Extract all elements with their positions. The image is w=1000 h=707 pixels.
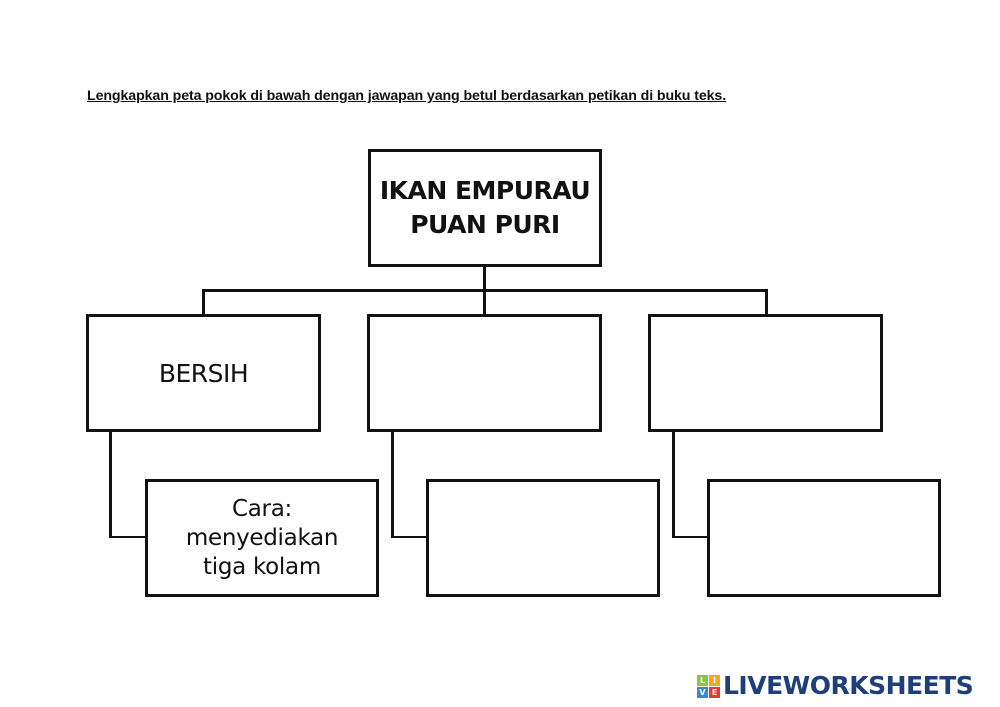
logo-icon: L I V E	[697, 674, 720, 698]
connector-branch2-sub-horizontal	[391, 536, 427, 538]
logo-letter-l: L	[697, 674, 708, 686]
connector-branch2-sub-vertical	[391, 431, 394, 538]
root-node-line1: IKAN EMPURAU	[379, 176, 591, 205]
logo-letter-i: I	[709, 674, 720, 686]
branch-3-answer-box[interactable]	[648, 314, 883, 432]
branch-1-sub-line1: Cara:	[232, 495, 292, 522]
root-node-box: IKAN EMPURAU PUAN PURI	[368, 149, 602, 267]
connector-horizontal	[202, 289, 768, 292]
branch-1-label: BERSIH	[158, 358, 249, 388]
instruction-text: Lengkapkan peta pokok di bawah dengan ja…	[87, 88, 727, 104]
connector-right-down	[765, 289, 768, 315]
branch-2-sub-answer-box[interactable]	[426, 479, 660, 597]
connector-branch1-sub-horizontal	[109, 536, 146, 538]
connector-left-down	[202, 289, 205, 315]
branch-1-box: BERSIH	[86, 314, 321, 432]
connector-branch3-sub-horizontal	[672, 536, 708, 538]
branch-2-answer-box[interactable]	[367, 314, 602, 432]
connector-branch3-sub-vertical	[672, 431, 675, 538]
branch-1-sub-line2: menyediakan	[185, 524, 339, 551]
branch-1-sub-label: Cara: menyediakan tiga kolam	[185, 495, 339, 582]
branch-1-sub-line3: tiga kolam	[203, 553, 321, 580]
liveworksheets-logo: L I V E LIVEWORKSHEETS	[697, 671, 974, 700]
branch-3-answer-input[interactable]	[657, 323, 874, 423]
logo-letter-v: V	[697, 686, 708, 698]
connector-branch1-sub-vertical	[109, 431, 112, 538]
branch-2-answer-input[interactable]	[376, 323, 593, 423]
branch-1-sub-box: Cara: menyediakan tiga kolam	[145, 479, 379, 597]
branch-2-sub-answer-input[interactable]	[435, 488, 651, 588]
branch-3-sub-answer-box[interactable]	[707, 479, 941, 597]
root-node-label: IKAN EMPURAU PUAN PURI	[379, 174, 591, 242]
branch-3-sub-answer-input[interactable]	[716, 488, 932, 588]
logo-wordmark: LIVEWORKSHEETS	[723, 671, 974, 700]
logo-letter-e: E	[709, 686, 720, 698]
root-node-line2: PUAN PURI	[410, 210, 560, 239]
